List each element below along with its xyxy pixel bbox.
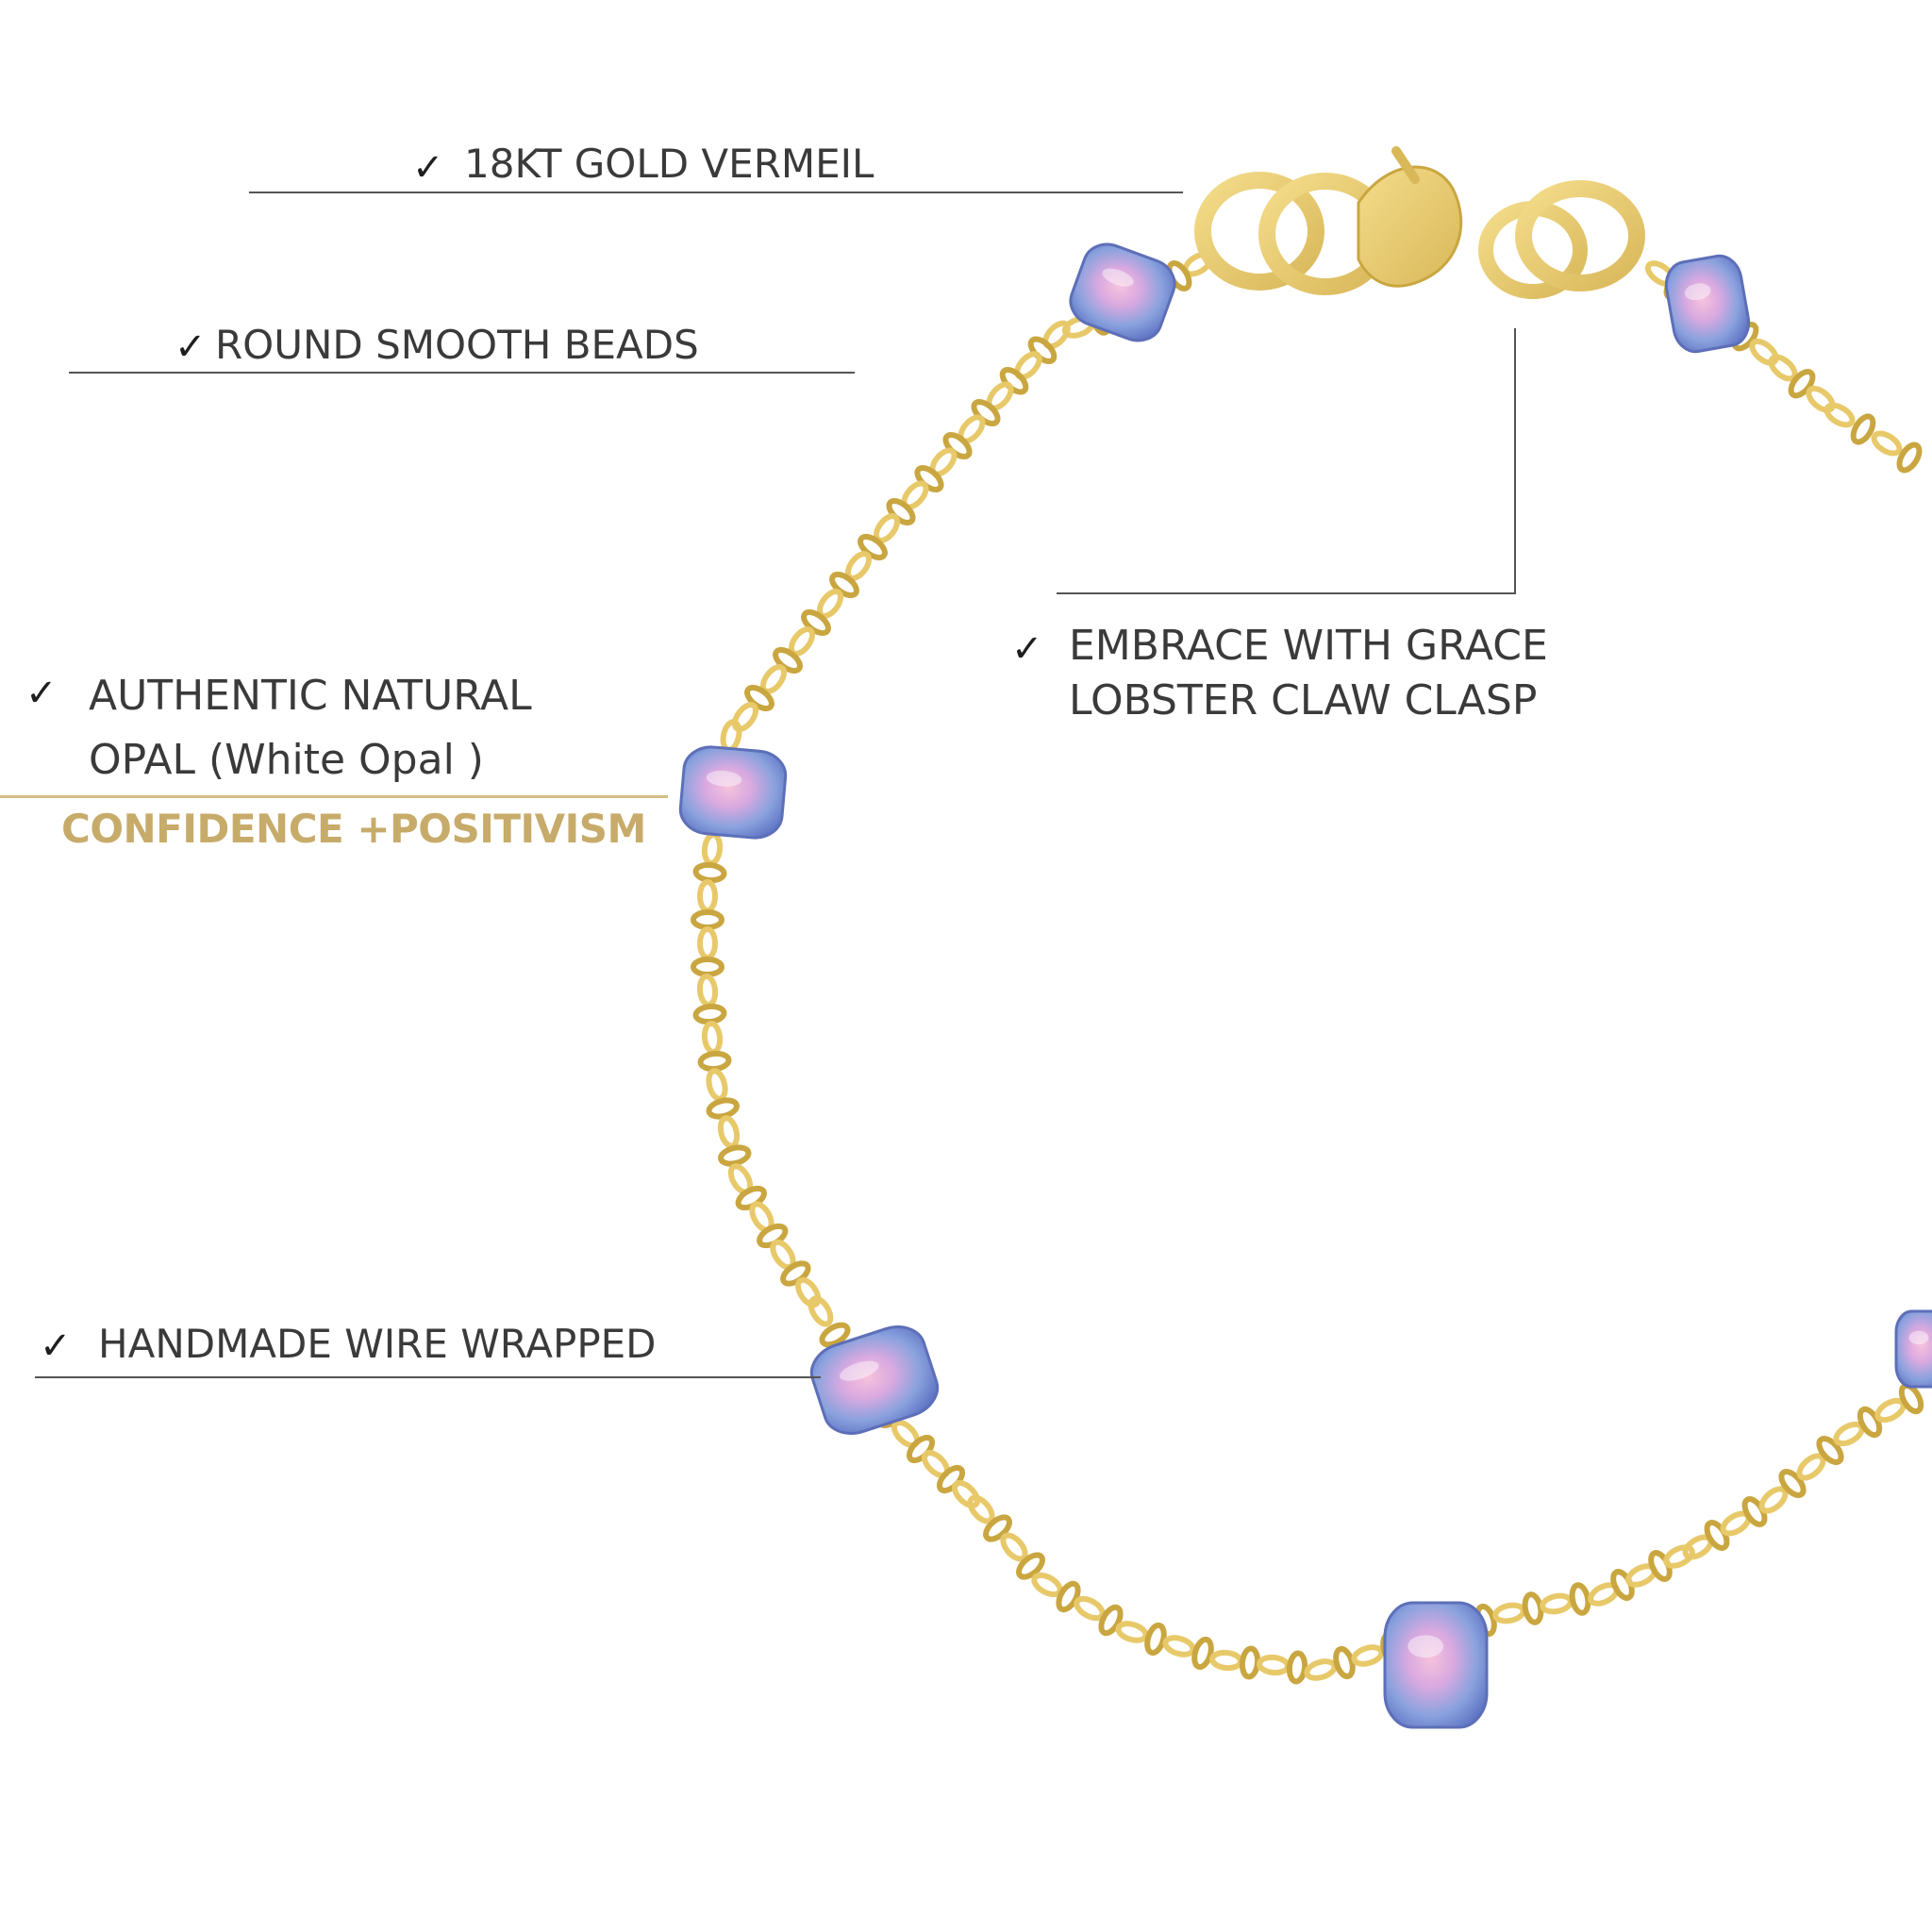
chain-link (692, 861, 727, 884)
chain-link (1896, 441, 1923, 474)
feature-opal-line-2: OPAL (White Opal ) (89, 736, 484, 785)
divider-line (1057, 592, 1516, 594)
chain-link (1027, 336, 1058, 365)
chain-link (701, 1021, 724, 1055)
opal-bead (1894, 1309, 1932, 1389)
feature-round-beads: ROUND SMOOTH BEADS (215, 322, 699, 368)
chain-link (1000, 1532, 1028, 1562)
opal-bead (809, 1325, 940, 1435)
check-icon: ✓ (40, 1324, 72, 1368)
check-icon: ✓ (412, 146, 444, 190)
chain-link (942, 432, 973, 459)
feature-clasp-line-2: LOBSTER CLAW CLASP (1069, 676, 1538, 725)
divider-line-vertical (1514, 328, 1516, 594)
chain-link (1492, 1602, 1526, 1624)
opal-bead (1069, 242, 1176, 342)
chain-link (808, 1295, 834, 1327)
divider-line (69, 372, 855, 374)
chain-link (951, 1479, 981, 1509)
chain-link (1191, 1636, 1214, 1671)
chain-link (1796, 1453, 1826, 1481)
divider-line-gold (0, 795, 668, 798)
chain-link (1758, 1486, 1789, 1514)
chain-link (1098, 1604, 1124, 1637)
opal-beads (678, 242, 1932, 1729)
feature-opal-line-1: AUTHENTIC NATURAL (89, 672, 532, 720)
chain-link (1816, 1436, 1844, 1465)
opal-bead (678, 745, 788, 840)
chain-link (795, 1276, 822, 1308)
lobster-claw-clasp (1194, 146, 1645, 299)
tagline: CONFIDENCE +POSITIVISM (61, 806, 646, 852)
chain-link (697, 926, 718, 960)
chain-link (1333, 1645, 1356, 1680)
chain-link (999, 366, 1029, 395)
chain-link (697, 879, 718, 913)
chain-link (1144, 1622, 1167, 1657)
chain-link (701, 832, 724, 866)
chain-link (691, 957, 724, 977)
chain-link (1286, 1650, 1308, 1685)
feature-clasp-line-1: EMBRACE WITH GRACE (1069, 622, 1548, 670)
chain-link (1569, 1582, 1591, 1616)
chain-link (718, 1144, 752, 1167)
chain-link (1162, 1635, 1196, 1657)
chain-link (1540, 1592, 1574, 1615)
feature-gold-vermeil: 18KT GOLD VERMEIL (464, 141, 874, 187)
opal-bead (1664, 254, 1751, 354)
chain-link (886, 498, 916, 525)
chain-link (697, 1050, 732, 1073)
chain-link (914, 465, 944, 492)
chain-link (692, 1003, 727, 1025)
chain-link (706, 1097, 740, 1120)
chain-link (1663, 1544, 1695, 1569)
chain-link (1304, 1658, 1338, 1681)
chain-link (1806, 385, 1836, 413)
chain-link (1209, 1649, 1243, 1672)
chain-link (967, 1494, 995, 1524)
chain-link (829, 571, 859, 599)
chain-link (1016, 1552, 1045, 1580)
chain-link (744, 684, 774, 712)
chain-link (696, 974, 719, 1008)
chain-link (1239, 1645, 1261, 1680)
chain-link (1871, 430, 1903, 457)
chain-link (720, 719, 742, 753)
chain-link (1768, 354, 1798, 382)
chain-link (731, 702, 759, 732)
chain-link (971, 399, 1001, 426)
chain-link (858, 533, 888, 561)
chain-link (1850, 413, 1876, 445)
chain-link (1898, 1382, 1924, 1415)
chain-link (717, 1115, 741, 1149)
chain-link (801, 608, 831, 637)
chain-link (1788, 369, 1816, 399)
chain-link (906, 1434, 936, 1464)
chain-link (1115, 1621, 1149, 1643)
check-icon: ✓ (175, 325, 207, 369)
feature-wire-wrapped: HANDMADE WIRE WRAPPED (98, 1321, 657, 1367)
feature-clasp: EMBRACE WITH GRACE LOBSTER CLAW CLASP (1069, 619, 1548, 728)
divider-line (249, 192, 1183, 193)
opal-bead (1383, 1601, 1489, 1729)
chain-link (1257, 1654, 1291, 1676)
chain-link (773, 646, 803, 675)
chain-link (819, 1322, 851, 1348)
chain-link (1351, 1644, 1385, 1667)
divider-line (35, 1376, 821, 1378)
chain-link (983, 1514, 1012, 1542)
chain-link (691, 909, 724, 930)
chain-link (1824, 402, 1856, 428)
check-icon: ✓ (1011, 627, 1043, 671)
chain-link (706, 1068, 728, 1102)
chain-link (1522, 1591, 1544, 1625)
chain-link (1778, 1469, 1807, 1498)
gold-chain (691, 251, 1924, 1685)
check-icon: ✓ (25, 672, 58, 715)
chain-link (1749, 338, 1779, 366)
feature-natural-opal: AUTHENTIC NATURAL OPAL (White Opal ) (89, 664, 532, 792)
chain-link (936, 1464, 966, 1494)
